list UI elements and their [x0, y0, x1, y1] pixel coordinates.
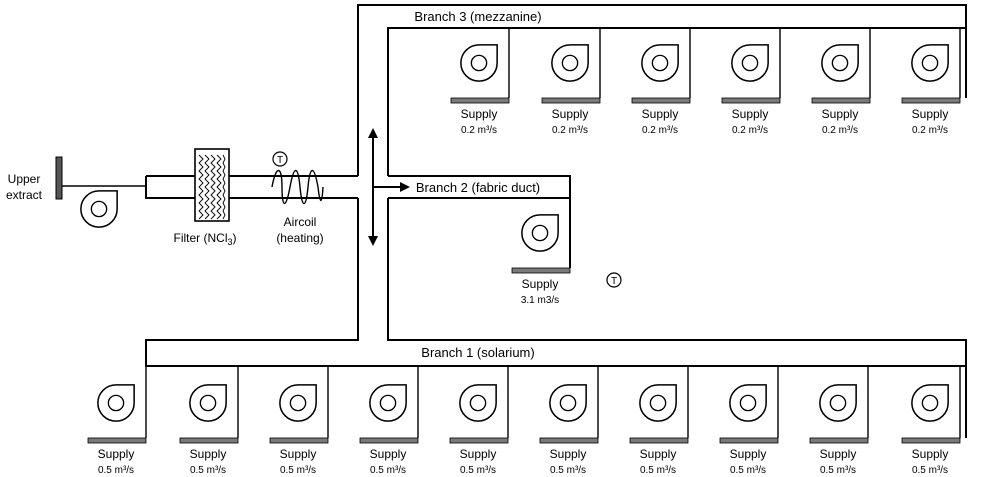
filter: Filter (NCl3) [173, 148, 237, 247]
extract-grille [55, 156, 63, 200]
supply-fan-icon [639, 384, 677, 422]
riser-ducts [145, 4, 967, 438]
supply-label: Supply [190, 447, 227, 461]
supply-flow: 0.2 m³/s [912, 125, 948, 136]
supply-fan-icon [549, 384, 587, 422]
supply-label: Supply [730, 447, 767, 461]
supply-label: Supply [820, 447, 857, 461]
aircoil-thermostat-icon [272, 151, 288, 167]
branch3-label: Branch 3 (mezzanine) [414, 9, 541, 24]
supply-grille [631, 97, 691, 104]
supply-thermostat-symbol: T [611, 276, 617, 287]
supply-fan-icon [819, 384, 857, 422]
supply-grille [629, 437, 689, 444]
filter-media-icon [198, 154, 226, 220]
supply-fan-icon [189, 384, 227, 422]
upper-extract-label-line2: extract [6, 188, 43, 202]
supply-label: Supply [822, 107, 859, 121]
supply-fan-icon [369, 384, 407, 422]
branch2-thermostat: T [606, 272, 622, 288]
supply-fan-icon [911, 44, 949, 82]
supply-grille [359, 437, 419, 444]
supply-flow: 0.5 m³/s [98, 465, 134, 476]
supply-grille [901, 437, 961, 444]
extract-fan-icon [80, 190, 118, 228]
supply-fan-icon [641, 44, 679, 82]
supply-fan-icon [551, 44, 589, 82]
supply-grille [719, 437, 779, 444]
supply-grille [511, 267, 571, 274]
supply-flow: 0.5 m³/s [640, 465, 676, 476]
supply-flow: 0.2 m³/s [642, 125, 678, 136]
supply-flow: 0.5 m³/s [370, 465, 406, 476]
supply-label: Supply [640, 447, 677, 461]
supply-flow: 0.2 m³/s [552, 125, 588, 136]
supply-fan-icon [460, 44, 498, 82]
supply-fan-icon [459, 384, 497, 422]
supply-label: Supply [550, 447, 587, 461]
supply-grille [811, 97, 871, 104]
supply-label: Supply [98, 447, 135, 461]
supply-fan-icon [521, 214, 559, 252]
supply-flow: 0.5 m³/s [912, 465, 948, 476]
supply-label: Supply [522, 277, 559, 291]
supply-grille [87, 437, 147, 444]
supply-grille [541, 97, 601, 104]
supply-flow: 3.1 m3/s [521, 295, 559, 306]
aircoil: T Aircoil (heating) [271, 151, 324, 245]
supply-flow: 0.2 m³/s [461, 125, 497, 136]
supply-grille [721, 97, 781, 104]
supply-label: Supply [461, 107, 498, 121]
supply-grille [179, 437, 239, 444]
main-duct [145, 175, 358, 199]
aircoil-label-line2: (heating) [276, 231, 323, 245]
supply-flow: 0.5 m³/s [550, 465, 586, 476]
supply-label: Supply [280, 447, 317, 461]
upper-extract-label-line1: Upper [8, 172, 41, 186]
supply-grille [901, 97, 961, 104]
supply-label: Supply [460, 447, 497, 461]
branch3-supplies: Supply 0.2 m³/s Supply 0.2 m³/s Supply 0.2 m³… [450, 28, 961, 136]
branch2-label: Branch 2 (fabric duct) [416, 180, 540, 195]
supply-grille [269, 437, 329, 444]
branch1-supplies: Supply 0.5 m³/s Supply 0.5 m³/s Supply 0.5 m³… [87, 366, 961, 476]
supply-label: Supply [370, 447, 407, 461]
supply-flow: 0.2 m³/s [732, 125, 768, 136]
supply-fan-icon [911, 384, 949, 422]
branch1-label: Branch 1 (solarium) [421, 345, 534, 360]
supply-label: Supply [912, 447, 949, 461]
supply-flow: 0.5 m³/s [190, 465, 226, 476]
supply-fan-icon [821, 44, 859, 82]
supply-label: Supply [732, 107, 769, 121]
supply-fan-icon [97, 384, 135, 422]
aircoil-label-line1: Aircoil [284, 215, 317, 229]
supply-fan-icon [729, 384, 767, 422]
supply-flow: 0.2 m³/s [822, 125, 858, 136]
supply-label: Supply [552, 107, 589, 121]
supply-fan-icon [731, 44, 769, 82]
supply-thermostat-icon [606, 272, 622, 288]
flow-arrows [368, 128, 410, 246]
supply-flow: 0.5 m³/s [820, 465, 856, 476]
supply-grille [449, 437, 509, 444]
supply-label: Supply [912, 107, 949, 121]
supply-flow: 0.5 m³/s [730, 465, 766, 476]
supply-fan-icon [279, 384, 317, 422]
branch2-supplies: Supply 3.1 m3/s [511, 198, 571, 306]
aircoil-thermostat-symbol: T [277, 155, 283, 166]
supply-grille [450, 97, 510, 104]
upper-extract: Upper extract [6, 156, 146, 228]
supply-flow: 0.5 m³/s [280, 465, 316, 476]
supply-flow: 0.5 m³/s [460, 465, 496, 476]
supply-grille [539, 437, 599, 444]
aircoil-coil-icon [271, 169, 324, 205]
filter-label: Filter (NCl3) [173, 231, 236, 247]
supply-label: Supply [642, 107, 679, 121]
supply-grille [809, 437, 869, 444]
